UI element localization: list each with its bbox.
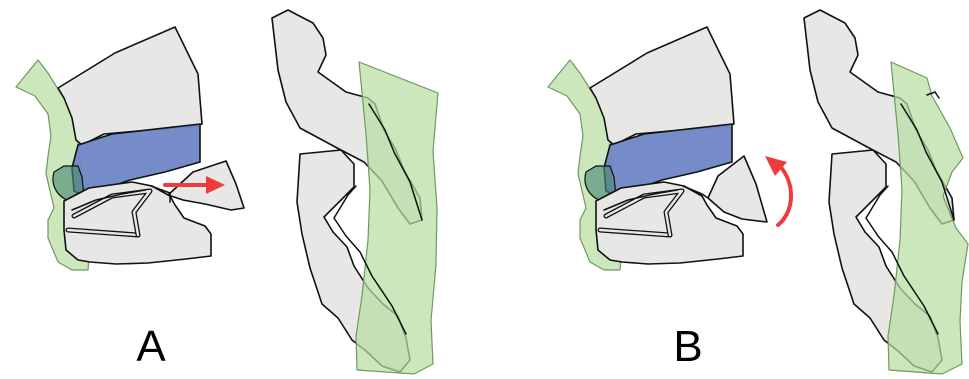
panel-b-right-structure xyxy=(804,10,968,374)
panel-b-left-structure xyxy=(548,27,767,270)
panel-a-right-structure xyxy=(272,10,438,374)
panel-b: B xyxy=(548,10,968,374)
soft-column-right-b xyxy=(888,62,968,374)
panel-a: A xyxy=(16,10,438,374)
soft-column-right xyxy=(356,62,438,374)
panel-a-left-structure xyxy=(16,27,244,270)
panel-label-b: B xyxy=(673,322,702,371)
panel-b-arrow xyxy=(765,156,791,225)
arrow-shaft-b xyxy=(778,166,791,225)
panel-label-a: A xyxy=(136,322,166,371)
